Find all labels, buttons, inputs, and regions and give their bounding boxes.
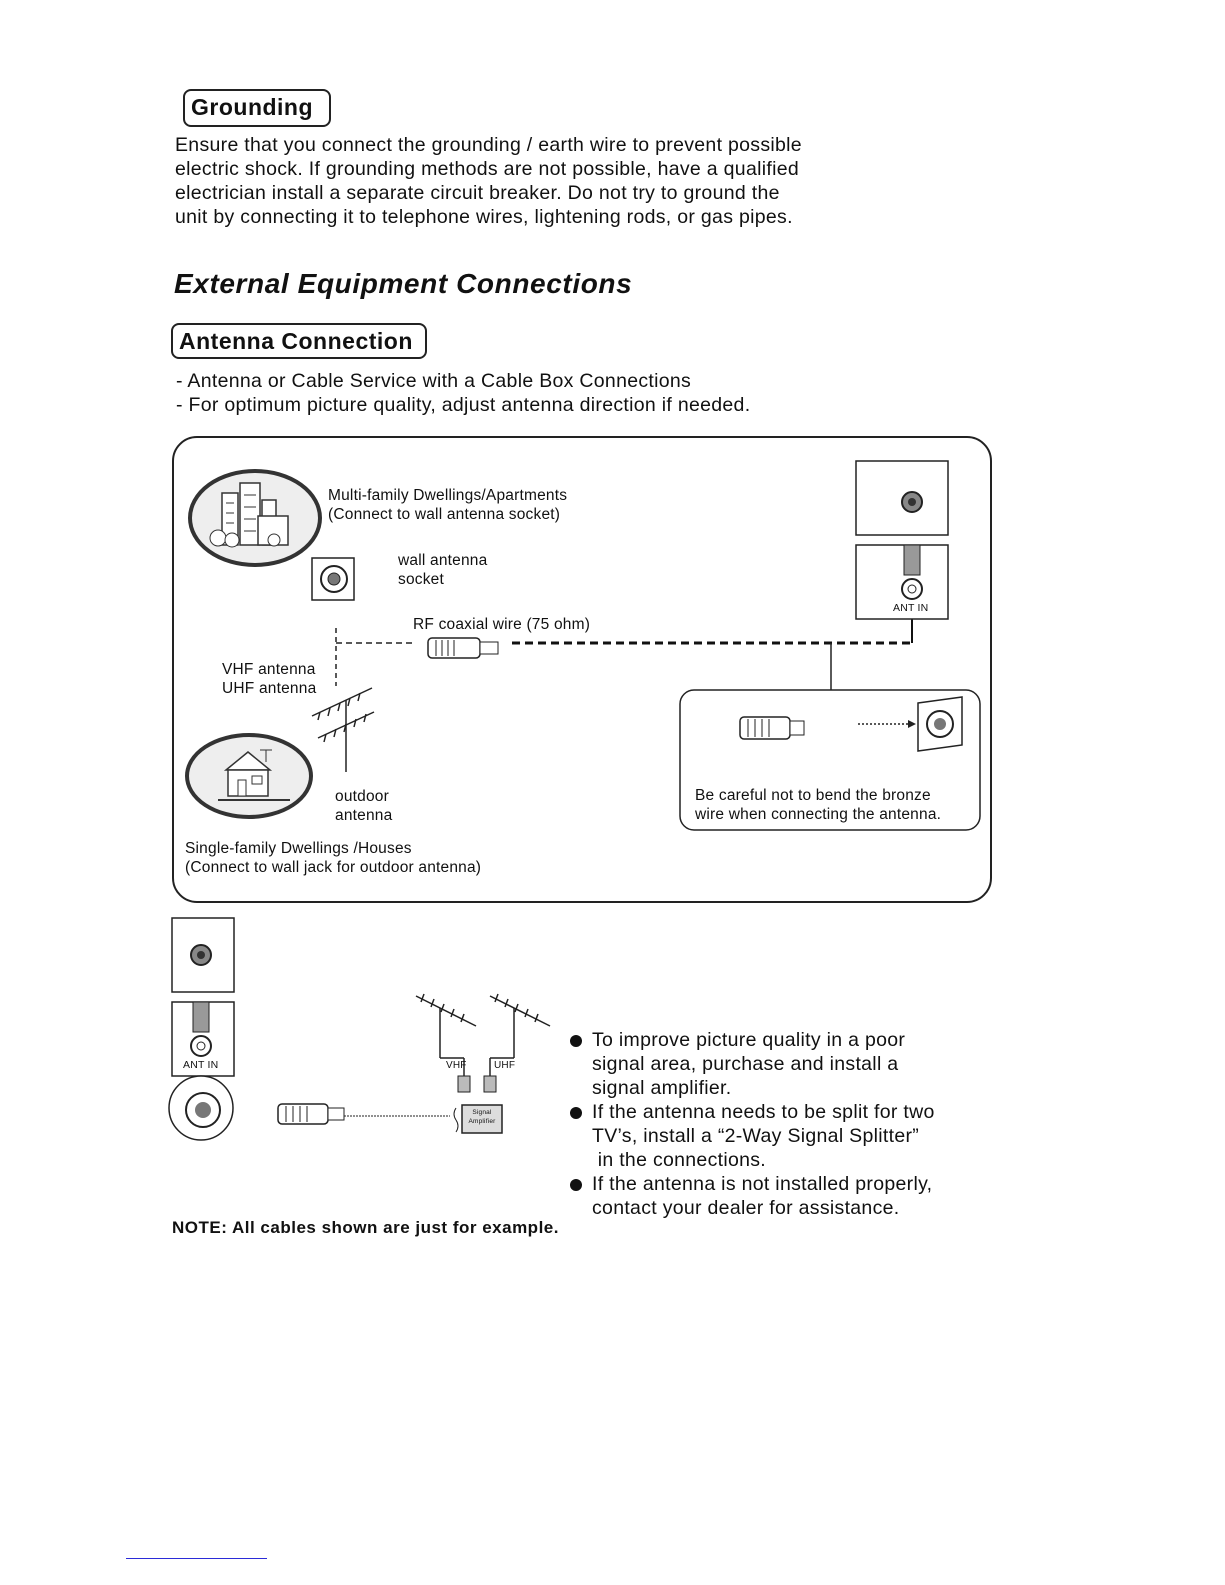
rf-wire-label: RF coaxial wire (75 ohm) bbox=[413, 616, 591, 633]
tip-line: If the antenna is not installed properly… bbox=[592, 1173, 933, 1195]
uhf-label: UHF antenna bbox=[222, 680, 317, 697]
cables-note: NOTE: All cables shown are just for exam… bbox=[172, 1218, 559, 1237]
amplifier-plug-icon bbox=[277, 1103, 345, 1125]
magnified-socket-icon bbox=[168, 1075, 234, 1141]
tip-line: TV’s, install a “2-Way Signal Splitter” bbox=[592, 1125, 920, 1147]
wall-socket-line: socket bbox=[398, 571, 444, 588]
antenna-intro-line: - Antenna or Cable Service with a Cable … bbox=[176, 370, 692, 392]
antenna-intro-line: - For optimum picture quality, adjust an… bbox=[176, 394, 751, 416]
tip-item: To improve picture quality in a poor sig… bbox=[570, 1028, 935, 1100]
tv-jack-icon bbox=[855, 460, 949, 536]
footer-rule bbox=[126, 1558, 267, 1559]
tip-line: signal amplifier. bbox=[592, 1077, 732, 1099]
multi-family-label: Multi-family Dwellings/Apartments (Conne… bbox=[328, 486, 567, 524]
careful-line: wire when connecting the antenna. bbox=[695, 806, 942, 823]
grounding-heading-text: Grounding bbox=[191, 94, 314, 120]
ant-in-port-icon bbox=[855, 544, 949, 620]
uhf-antenna-icon bbox=[489, 993, 551, 1076]
apartment-building-icon bbox=[188, 469, 322, 567]
grounding-line: unit by connecting it to telephone wires… bbox=[175, 206, 793, 228]
wall-socket-label: wall antenna socket bbox=[398, 551, 487, 589]
outdoor-antenna-icon bbox=[311, 687, 375, 772]
section-title: External Equipment Connections bbox=[174, 268, 633, 299]
connector-pair-icon bbox=[457, 1075, 497, 1093]
house-icon bbox=[185, 733, 313, 819]
ant-in-label: ANT IN bbox=[893, 602, 929, 614]
tip-line: If the antenna needs to be split for two bbox=[592, 1101, 935, 1123]
diagram-frame bbox=[172, 436, 992, 903]
outdoor-antenna-label: outdoor antenna bbox=[335, 787, 392, 825]
tv-jack-icon-bottom bbox=[171, 917, 235, 993]
grounding-heading: Grounding bbox=[183, 89, 331, 127]
vhf-antenna-icon bbox=[415, 993, 477, 1076]
vhf-tag: VHF bbox=[446, 1060, 467, 1071]
antenna-heading-text: Antenna Connection bbox=[179, 328, 413, 354]
outdoor-line: outdoor bbox=[335, 788, 389, 805]
signal-amplifier-icon bbox=[453, 1104, 503, 1134]
tip-item: If the antenna is not installed properly… bbox=[570, 1172, 935, 1220]
single-family-line: Single-family Dwellings /Houses bbox=[185, 840, 412, 857]
careful-note: Be careful not to bend the bronze wire w… bbox=[695, 786, 941, 824]
tip-line: To improve picture quality in a poor bbox=[592, 1029, 906, 1051]
callout-frame bbox=[679, 689, 981, 831]
callout-socket-icon bbox=[917, 696, 963, 752]
coax-plug-icon bbox=[427, 637, 499, 659]
multi-family-line: (Connect to wall antenna socket) bbox=[328, 506, 561, 523]
tip-item: If the antenna needs to be split for two… bbox=[570, 1100, 935, 1172]
ant-in-label-bottom: ANT IN bbox=[183, 1059, 219, 1071]
amplifier-label: Signal Amplifier bbox=[464, 1108, 500, 1126]
amplifier-line: Signal bbox=[472, 1109, 492, 1116]
uhf-tag: UHF bbox=[494, 1060, 516, 1071]
bullet-icon bbox=[570, 1179, 582, 1191]
wall-socket-icon bbox=[311, 557, 355, 601]
tip-line: signal area, purchase and install a bbox=[592, 1053, 899, 1075]
tip-line: in the connections. bbox=[592, 1149, 767, 1171]
single-family-line: (Connect to wall jack for outdoor antenn… bbox=[185, 859, 482, 876]
callout-plug-icon bbox=[739, 716, 805, 740]
tip-line: contact your dealer for assistance. bbox=[592, 1197, 900, 1219]
grounding-paragraph: Ensure that you connect the grounding / … bbox=[175, 133, 802, 229]
amplifier-tips: To improve picture quality in a poor sig… bbox=[570, 1028, 935, 1220]
ant-in-port-icon-bottom bbox=[171, 1001, 235, 1077]
grounding-line: electrician install a separate circuit b… bbox=[175, 182, 780, 204]
wall-socket-line: wall antenna bbox=[398, 552, 488, 569]
outdoor-line: antenna bbox=[335, 807, 393, 824]
grounding-line: electric shock. If grounding methods are… bbox=[175, 158, 799, 180]
multi-family-line: Multi-family Dwellings/Apartments bbox=[328, 487, 568, 504]
antenna-heading: Antenna Connection bbox=[171, 323, 427, 359]
bullet-icon bbox=[570, 1107, 582, 1119]
single-family-label: Single-family Dwellings /Houses (Connect… bbox=[185, 839, 481, 877]
bullet-icon bbox=[570, 1035, 582, 1047]
antenna-intro: - Antenna or Cable Service with a Cable … bbox=[176, 369, 750, 417]
amplifier-line: Amplifier bbox=[468, 1118, 496, 1125]
vhf-label: VHF antenna bbox=[222, 661, 316, 678]
grounding-line: Ensure that you connect the grounding / … bbox=[175, 134, 802, 156]
careful-line: Be careful not to bend the bronze bbox=[695, 787, 931, 804]
